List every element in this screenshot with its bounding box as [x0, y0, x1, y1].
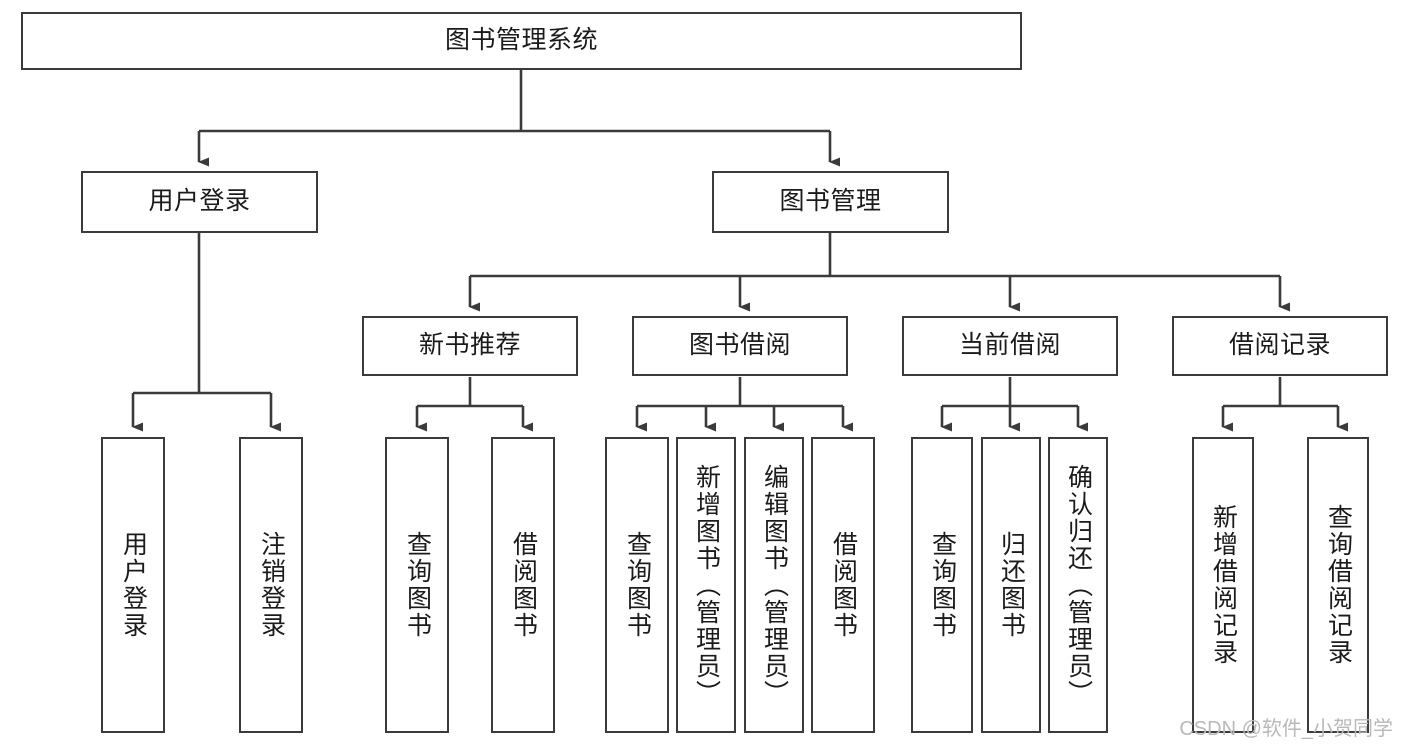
leaf-user-login-signin[interactable]: 用户登录	[101, 437, 165, 733]
node-label: 当前借阅	[958, 331, 1061, 360]
node-book-management[interactable]: 图书管理	[712, 171, 949, 233]
node-label: 用户登录	[119, 531, 148, 639]
node-label: 注销登录	[257, 531, 286, 639]
csdn-watermark: CSDN @软件_小贺同学	[1179, 718, 1393, 740]
node-user-login[interactable]: 用户登录	[81, 171, 318, 233]
leaf-new-book-borrow[interactable]: 借阅图书	[491, 437, 555, 733]
node-label: 借阅记录	[1228, 331, 1331, 360]
leaf-current-confirm-return-admin[interactable]: 确认归还（管理员）	[1048, 437, 1108, 733]
node-label: 查询借阅记录	[1324, 504, 1353, 666]
leaf-record-query-borrow-record[interactable]: 查询借阅记录	[1307, 437, 1369, 733]
leaf-current-return-book[interactable]: 归还图书	[981, 437, 1041, 733]
node-label: 借阅图书	[829, 531, 858, 639]
node-label: 编辑图书（管理员）	[760, 463, 789, 707]
leaf-record-add-borrow-record[interactable]: 新增借阅记录	[1192, 437, 1254, 733]
node-label: 图书管理系统	[444, 26, 598, 55]
node-root-book-management-system[interactable]: 图书管理系统	[21, 12, 1022, 70]
node-current-borrow[interactable]: 当前借阅	[902, 316, 1118, 376]
leaf-borrow-borrow-book[interactable]: 借阅图书	[811, 437, 875, 733]
node-label: 新书推荐	[418, 331, 521, 360]
node-label: 图书借阅	[688, 331, 791, 360]
node-label: 图书管理	[779, 187, 882, 216]
node-label: 查询图书	[623, 531, 652, 639]
node-label: 归还图书	[997, 531, 1026, 639]
node-label: 借阅图书	[509, 531, 538, 639]
node-label: 查询图书	[403, 531, 432, 639]
leaf-current-query-book[interactable]: 查询图书	[911, 437, 973, 733]
leaf-borrow-edit-book-admin[interactable]: 编辑图书（管理员）	[744, 437, 804, 733]
leaf-borrow-add-book-admin[interactable]: 新增图书（管理员）	[676, 437, 736, 733]
node-label: 新增借阅记录	[1209, 504, 1238, 666]
leaf-user-login-signout[interactable]: 注销登录	[239, 437, 303, 733]
leaf-new-book-query[interactable]: 查询图书	[385, 437, 449, 733]
node-label: 确认归还（管理员）	[1064, 463, 1093, 707]
node-new-book-recommend[interactable]: 新书推荐	[362, 316, 578, 376]
node-borrow-record[interactable]: 借阅记录	[1172, 316, 1388, 376]
node-label: 用户登录	[148, 187, 251, 216]
node-book-borrow[interactable]: 图书借阅	[632, 316, 848, 376]
leaf-borrow-query-book[interactable]: 查询图书	[605, 437, 669, 733]
node-label: 新增图书（管理员）	[692, 463, 721, 707]
node-label: 查询图书	[928, 531, 957, 639]
